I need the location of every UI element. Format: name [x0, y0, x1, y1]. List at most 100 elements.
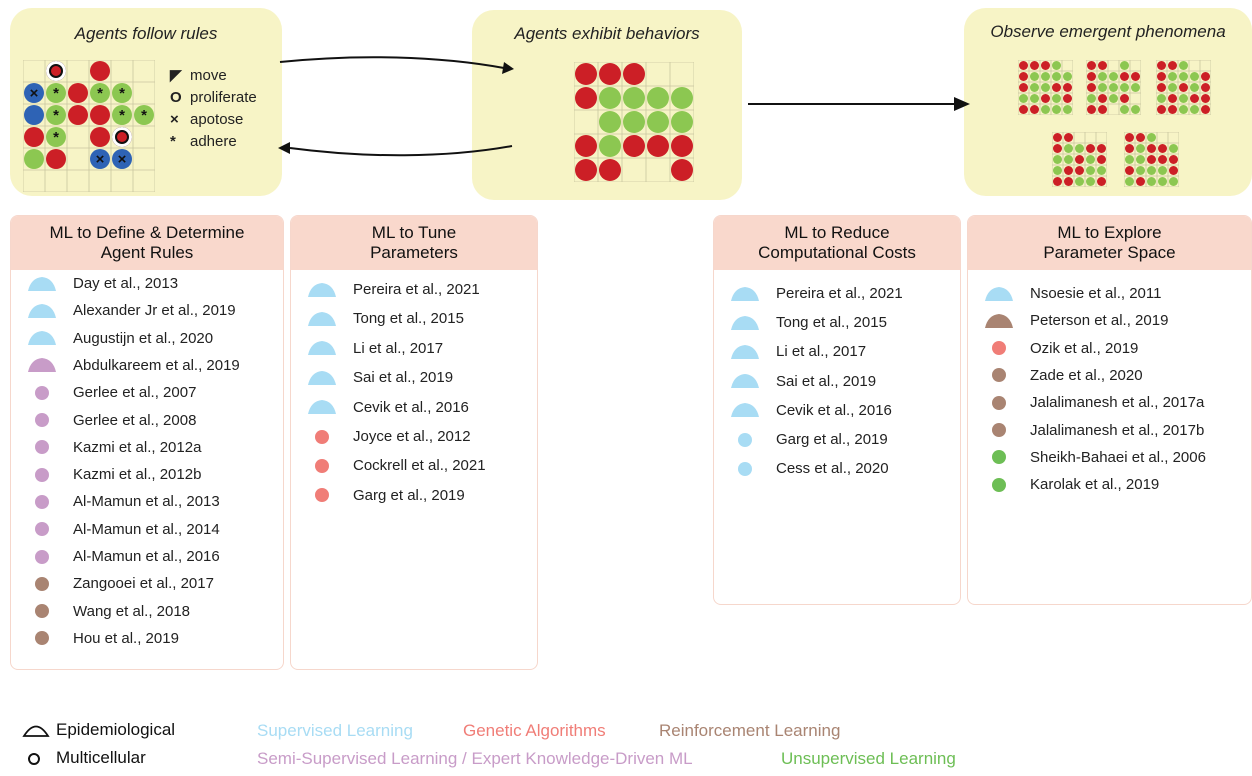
emergent-patterns — [964, 8, 1252, 196]
agent-cell — [1168, 61, 1177, 70]
agent-cell — [1098, 83, 1107, 92]
agent-cell — [1168, 72, 1177, 81]
agent-cell — [1030, 105, 1039, 114]
agent-cell — [1097, 166, 1106, 175]
citation-entry: Jalalimanesh et al., 2017b — [968, 417, 1251, 444]
agent-cell — [1168, 94, 1177, 103]
agent-cell — [1098, 72, 1107, 81]
agent-cell — [1201, 72, 1210, 81]
grid-lines — [1086, 60, 1141, 115]
citation-label: Ozik et al., 2019 — [1030, 339, 1139, 357]
mound-marker-icon — [714, 402, 776, 418]
agent-cell — [647, 135, 669, 157]
agent-cell — [1125, 144, 1134, 153]
agent-cell — [1179, 83, 1188, 92]
panel-explore-space: ML to Explore Parameter Space Nsoesie et… — [967, 215, 1252, 605]
citation-label: Karolak et al., 2019 — [1030, 476, 1160, 494]
stage-title-rules: Agents follow rules — [74, 24, 218, 43]
emergent-pattern — [1086, 60, 1141, 115]
agent-cell — [112, 127, 132, 147]
panel-reduce-costs-title-1: ML to Reduce — [784, 223, 890, 242]
agent-cell — [1053, 144, 1062, 153]
citation-label: Pereira et al., 2021 — [776, 285, 903, 302]
agent-cell — [1179, 105, 1188, 114]
agent-cell — [1147, 155, 1156, 164]
agent-cell — [1098, 105, 1107, 114]
citation-entry: Pereira et al., 2021 — [714, 280, 960, 307]
arrow-behaviors-to-emergent — [748, 97, 970, 111]
agent-cell — [1052, 72, 1061, 81]
agent-cell — [1179, 72, 1188, 81]
agent-cell — [1019, 94, 1028, 103]
mound-marker-icon — [11, 357, 73, 373]
agent-cell — [1120, 83, 1129, 92]
agent-cell — [1053, 166, 1062, 175]
agent-cell — [575, 135, 597, 157]
citation-entry: Wang et al., 2018 — [11, 598, 283, 625]
agent-cell — [1131, 72, 1140, 81]
citation-entry: Garg et al., 2019 — [714, 426, 960, 453]
agent-cell — [1125, 155, 1134, 164]
agent-cell — [1120, 94, 1129, 103]
agent-cell — [1136, 144, 1145, 153]
panel-tune-parameters-title-2: Parameters — [370, 243, 458, 262]
mound-marker-icon — [11, 276, 73, 292]
mound-marker-icon — [291, 370, 353, 386]
citation-entry: Cevik et al., 2016 — [291, 394, 537, 421]
agent-cell — [1136, 166, 1145, 175]
agent-cell: × — [112, 149, 132, 169]
agent-cell — [1041, 61, 1050, 70]
citation-entry: Day et al., 2013 — [11, 270, 283, 297]
panel-define-rules-title-2: Agent Rules — [100, 243, 194, 262]
mound-marker-icon — [291, 399, 353, 415]
citation-entry: Garg et al., 2019 — [291, 482, 537, 509]
agent-cell: × — [24, 83, 44, 103]
citation-label: Tong et al., 2015 — [776, 314, 887, 332]
mound-marker-icon — [714, 344, 776, 360]
agent-cell — [1169, 144, 1178, 153]
citation-entry: Abdulkareem et al., 2019 — [11, 352, 283, 379]
agent-cell — [623, 111, 645, 133]
citation-entry: Al-Mamun et al., 2014 — [11, 516, 283, 543]
agent-cell — [1157, 61, 1166, 70]
agent-cell — [1086, 155, 1095, 164]
citation-entry: Sai et al., 2019 — [714, 368, 960, 395]
agent-cell — [1087, 61, 1096, 70]
stage-emergent-phenomena: Observe emergent phenomena — [964, 8, 1252, 196]
emergent-pattern — [1052, 132, 1107, 187]
citation-label: Peterson et al., 2019 — [1030, 312, 1169, 330]
rules-cell-grid: ×*******×× — [23, 60, 155, 192]
agent-cell — [671, 135, 693, 157]
agent-cell — [1097, 177, 1106, 186]
mound-marker-icon — [11, 330, 73, 346]
agent-cell — [1157, 72, 1166, 81]
agent-cell — [1086, 166, 1095, 175]
agent-cell — [1041, 105, 1050, 114]
grid-lines — [1018, 60, 1073, 115]
citation-label: Alexander Jr et al., 2019 — [73, 302, 236, 320]
circle-marker-icon — [714, 432, 776, 447]
stage-title-behaviors: Agents exhibit behaviors — [514, 24, 700, 43]
agent-cell — [1201, 83, 1210, 92]
agent-cell — [1019, 83, 1028, 92]
agent-cell — [1075, 166, 1084, 175]
agent-cell — [1168, 105, 1177, 114]
agent-cell — [1053, 177, 1062, 186]
agent-cell — [575, 63, 597, 85]
citation-label: Cevik et al., 2016 — [353, 398, 469, 416]
agent-cell — [671, 159, 693, 181]
agent-cell — [1052, 105, 1061, 114]
citation-label: Jalalimanesh et al., 2017a — [1030, 394, 1205, 412]
circle-marker-icon — [11, 494, 73, 509]
agent-cell — [1169, 166, 1178, 175]
agent-cell — [623, 63, 645, 85]
agent-cell — [1075, 155, 1084, 164]
agent-cell — [1120, 72, 1129, 81]
agent-cell — [1147, 133, 1156, 142]
citation-label: Kazmi et al., 2012a — [73, 438, 202, 456]
emergent-pattern — [1018, 60, 1073, 115]
agent-cell — [575, 159, 597, 181]
citation-label: Zade et al., 2020 — [1030, 366, 1143, 384]
agent-cell — [1041, 83, 1050, 92]
